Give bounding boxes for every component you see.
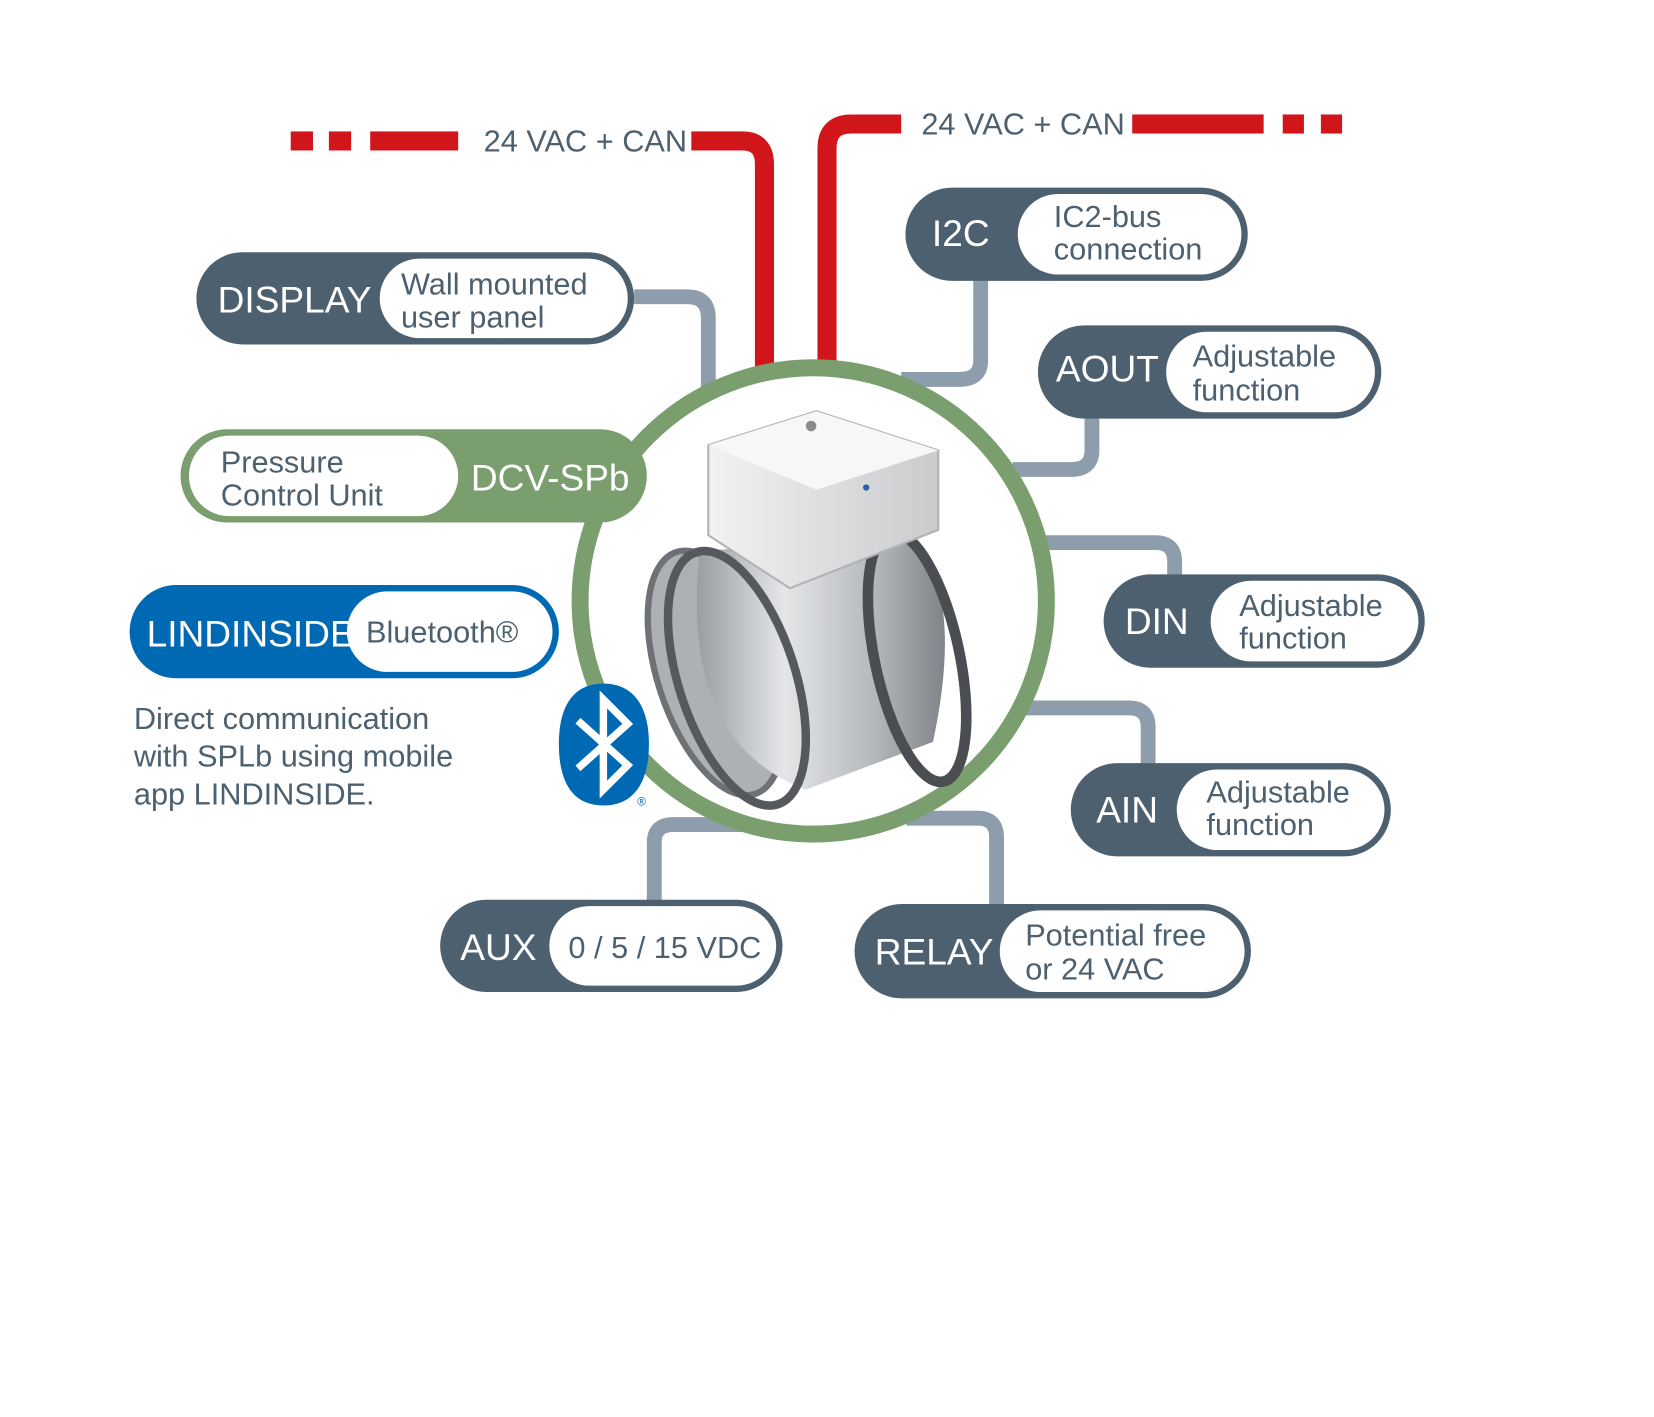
lindinside-desc-line1: Direct communication xyxy=(134,701,429,736)
display-tag: DISPLAY xyxy=(218,279,372,321)
relay-desc-line1: Potential free xyxy=(1025,917,1206,952)
aux-desc: 0 / 5 / 15 VDC xyxy=(568,930,761,965)
din-tag: DIN xyxy=(1125,600,1189,642)
display-port: DISPLAY Wall mounted user panel xyxy=(196,252,635,345)
aux-tag: AUX xyxy=(460,926,536,968)
bluetooth-icon: ® xyxy=(558,683,649,808)
lindinside-desc-line2: with SPLb using mobile xyxy=(133,738,453,773)
aux-port: AUX 0 / 5 / 15 VDC xyxy=(440,899,783,993)
relay-tag: RELAY xyxy=(875,930,994,972)
pressure-desc-line1: Pressure xyxy=(221,445,344,480)
i2c-port: I2C IC2-bus connection xyxy=(905,187,1248,281)
din-desc-line1: Adjustable xyxy=(1239,588,1382,623)
bluetooth-label: Bluetooth® xyxy=(366,614,519,649)
damper-product-image xyxy=(644,410,972,810)
bluetooth-registered-mark: ® xyxy=(637,795,646,808)
aout-desc-line2: function xyxy=(1193,373,1301,408)
lindinside-tag: LINDINSIDE xyxy=(147,612,355,654)
aout-port: AOUT Adjustable function xyxy=(1037,325,1382,419)
ain-tag: AIN xyxy=(1096,788,1158,830)
lindinside-desc-line3: app LINDINSIDE. xyxy=(134,776,375,811)
ain-port: AIN Adjustable function xyxy=(1070,763,1391,857)
relay-desc-line2: or 24 VAC xyxy=(1025,951,1164,986)
relay-port: RELAY Potential free or 24 VAC xyxy=(854,904,1251,999)
power-label-left: 24 VAC + CAN xyxy=(484,124,687,159)
ain-desc-line1: Adjustable xyxy=(1206,774,1349,809)
pressure-tag: DCV-SPb xyxy=(471,457,630,499)
din-desc-line2: function xyxy=(1239,621,1347,656)
connectors xyxy=(634,277,1183,908)
power-label-right: 24 VAC + CAN xyxy=(921,107,1124,142)
display-desc-line2: user panel xyxy=(401,299,544,334)
i2c-desc-line2: connection xyxy=(1054,232,1203,267)
aout-desc-line1: Adjustable xyxy=(1193,339,1336,374)
aout-tag: AOUT xyxy=(1056,348,1159,390)
power-line-right: 24 VAC + CAN xyxy=(817,107,1343,366)
din-port: DIN Adjustable function xyxy=(1103,574,1425,668)
pressure-control-unit: Pressure Control Unit DCV-SPb xyxy=(180,429,647,523)
ain-desc-line2: function xyxy=(1206,807,1314,842)
display-desc-line1: Wall mounted xyxy=(401,267,588,302)
i2c-desc-line1: IC2-bus xyxy=(1054,199,1162,234)
power-line-left: 24 VAC + CAN xyxy=(290,124,775,369)
lindinside-bluetooth: LINDINSIDE Bluetooth® Direct communicati… xyxy=(129,585,559,811)
i2c-tag: I2C xyxy=(932,212,990,254)
pressure-desc-line2: Control Unit xyxy=(221,478,384,513)
